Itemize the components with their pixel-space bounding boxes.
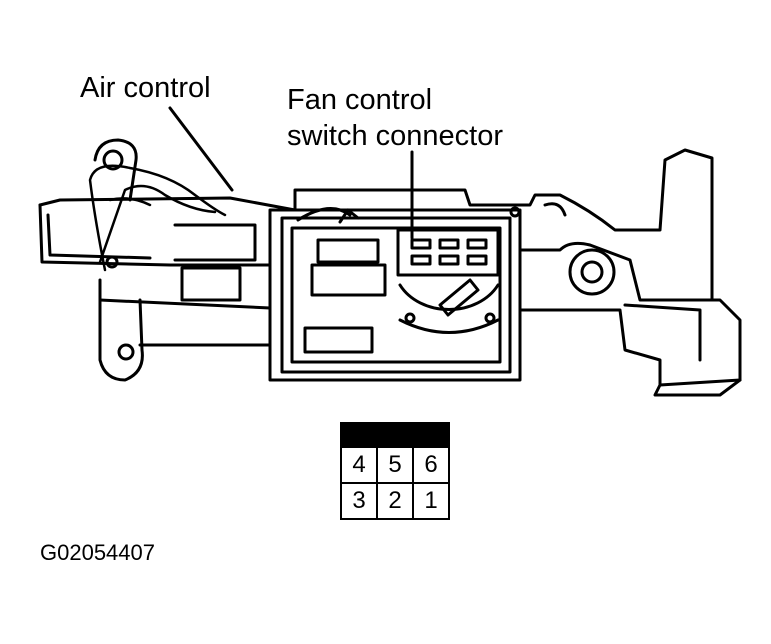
pin-cell: 3 — [340, 482, 378, 520]
center-panel — [268, 208, 522, 382]
fan-knob — [398, 283, 500, 312]
air-control-leader — [168, 106, 234, 192]
pin-cell: 2 — [376, 482, 414, 520]
latch-cell — [340, 422, 378, 448]
fan-switch-connector — [396, 228, 500, 277]
housing-top — [38, 148, 714, 302]
pin-cell: 4 — [340, 446, 378, 484]
air-control-cable — [88, 164, 227, 272]
fan-control-label-line2: switch connector — [287, 120, 503, 152]
figure-id: G02054407 — [40, 540, 155, 565]
air-control-label: Air control — [80, 72, 211, 104]
pin-row-top: 4 5 6 — [340, 446, 450, 484]
pin-cell: 5 — [376, 446, 414, 484]
pin-cell: 1 — [412, 482, 450, 520]
latch-cell — [376, 422, 414, 448]
connector-latch-row — [340, 422, 450, 448]
connector-pin-diagram: 4 5 6 3 2 1 — [340, 422, 450, 520]
pin-cell: 6 — [412, 446, 450, 484]
right-mechanism — [518, 241, 742, 387]
fan-control-label-line1: Fan control — [287, 84, 433, 116]
left-bracket — [93, 138, 138, 202]
pin-row-bottom: 3 2 1 — [340, 482, 450, 520]
latch-cell — [412, 422, 450, 448]
